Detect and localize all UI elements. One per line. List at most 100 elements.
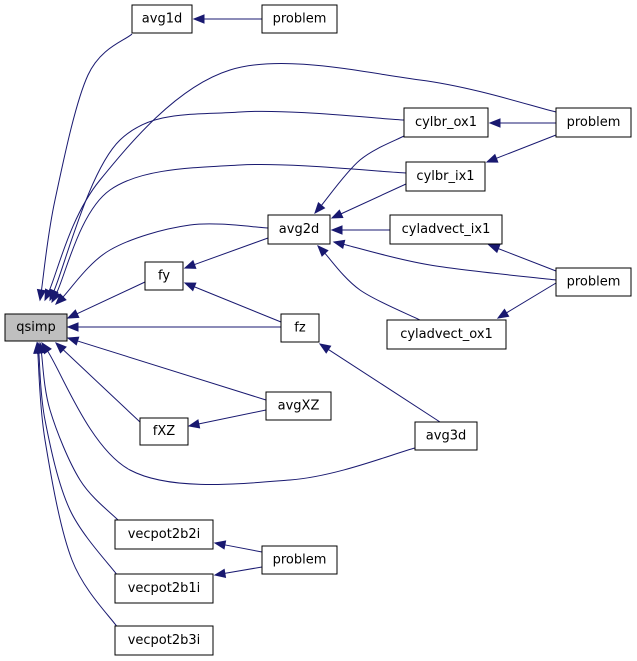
edge-problem_d-to-vecpot2b2i: [213, 540, 263, 553]
edge-problem_d-to-vecpot2b1i: [213, 566, 263, 578]
node-box: [555, 107, 632, 138]
edge-avg3d-to-fz: [318, 343, 441, 423]
node-box: [389, 214, 503, 245]
node-avg3d[interactable]: avg3d: [414, 421, 478, 451]
node-box: [386, 319, 507, 350]
node-label: vecpot2b3i: [128, 633, 201, 648]
arrowhead: [317, 245, 329, 257]
edge-line: [327, 348, 441, 423]
edge-fz-to-fy: [183, 282, 282, 323]
arrowhead: [496, 308, 510, 319]
arrowhead: [66, 309, 80, 319]
edge-cylbr_ox1-to-avg2d: [314, 135, 405, 215]
node-avg2d[interactable]: avg2d: [267, 214, 331, 245]
edge-line: [497, 247, 557, 272]
edge-line: [223, 566, 263, 574]
arrowhead: [314, 201, 326, 215]
node-label: avg3d: [426, 429, 466, 444]
node-problem-a[interactable]: problem: [261, 4, 338, 34]
arrowhead: [55, 293, 67, 305]
node-label: problem: [273, 12, 327, 27]
edge-vecpot2b3i-to-qsimp: [33, 341, 119, 629]
node-cyladvect-ox1[interactable]: cyladvect_ox1: [386, 319, 507, 350]
edge-line: [48, 62, 557, 293]
node-label: fXZ: [153, 424, 175, 439]
edge-avg1d-to-qsimp: [36, 33, 133, 302]
edge-line: [55, 163, 407, 295]
edge-line: [76, 340, 267, 401]
node-cylbr-ix1[interactable]: cylbr_ix1: [405, 161, 486, 192]
node-fz[interactable]: fz: [280, 313, 320, 343]
arrowhead: [51, 290, 62, 304]
edge-line: [38, 351, 119, 577]
edge-line: [320, 135, 405, 207]
node-label: cylbr_ox1: [415, 115, 477, 130]
node-label: avg1d: [142, 12, 182, 27]
edge-line: [46, 350, 416, 485]
node-box: [131, 4, 193, 34]
edge-problem_b-to-cylbr_ix1: [485, 134, 557, 163]
arrowhead: [213, 540, 227, 550]
node-box: [267, 214, 331, 245]
arrowhead: [213, 568, 227, 578]
node-vecpot2b1i[interactable]: vecpot2b1i: [114, 573, 214, 604]
edge-avgXZ-to-fXZ: [187, 409, 267, 429]
node-problem-c[interactable]: problem: [555, 267, 632, 297]
arrowhead: [487, 244, 501, 254]
node-box: [139, 417, 189, 446]
node-label: problem: [567, 275, 621, 290]
edge-avgXZ-to-qsimp: [66, 336, 267, 401]
node-label: vecpot2b1i: [128, 581, 201, 596]
edge-line: [197, 409, 267, 425]
arrowhead: [192, 14, 205, 24]
node-avg1d[interactable]: avg1d: [131, 4, 193, 34]
node-box: [280, 313, 320, 343]
node-label: problem: [567, 115, 621, 130]
node-vecpot2b3i[interactable]: vecpot2b3i: [114, 625, 214, 656]
node-vecpot2b2i[interactable]: vecpot2b2i: [114, 519, 214, 550]
edge-problem_a-to-avg1d: [192, 14, 262, 24]
node-box: [114, 625, 214, 656]
edge-vecpot2b1i-to-qsimp: [34, 341, 119, 577]
node-label: cyladvect_ix1: [402, 222, 491, 237]
node-label: avgXZ: [278, 399, 320, 414]
edges-layer: [33, 14, 557, 629]
edge-line: [40, 351, 119, 521]
edge-fXZ-to-qsimp: [55, 342, 141, 423]
node-problem-b[interactable]: problem: [555, 107, 632, 138]
arrowhead: [55, 342, 67, 354]
node-box: [555, 267, 632, 297]
edge-problem_b-to-cylbr_ox1: [488, 118, 556, 128]
node-cyladvect-ix1[interactable]: cyladvect_ix1: [389, 214, 503, 245]
node-label: cyladvect_ox1: [400, 327, 493, 342]
node-label: qsimp: [16, 320, 56, 335]
node-problem-d[interactable]: problem: [261, 545, 338, 575]
edge-avg3d-to-qsimp: [41, 341, 416, 485]
edge-line: [323, 252, 421, 321]
node-label: fy: [158, 269, 170, 284]
nodes-layer: qsimp avg1d problem problem cylbr_ox1 cylbr_i…: [4, 4, 632, 656]
node-cylbr-ox1[interactable]: cylbr_ox1: [403, 107, 489, 138]
edge-line: [193, 237, 269, 266]
arrowhead: [183, 282, 197, 292]
node-qsimp: qsimp: [4, 313, 68, 342]
arrowhead: [66, 322, 79, 332]
arrowhead: [33, 341, 43, 354]
edge-line: [223, 544, 263, 553]
edge-cylbr_ix1-to-avg2d: [330, 183, 407, 219]
edge-line: [495, 134, 557, 160]
edge-problem_c-to-cyladvect_ox1: [496, 282, 557, 319]
edge-vecpot2b2i-to-qsimp: [36, 341, 119, 521]
node-box: [261, 4, 338, 34]
node-fy[interactable]: fy: [144, 261, 184, 291]
node-label: avg2d: [279, 222, 319, 237]
edge-line: [62, 348, 141, 423]
edge-line: [37, 351, 119, 629]
edge-avg2d-to-fy: [183, 237, 269, 269]
node-box: [265, 391, 332, 421]
node-box: [405, 161, 486, 192]
node-avgXZ[interactable]: avgXZ: [265, 391, 332, 421]
node-label: fz: [294, 321, 306, 336]
edge-line: [505, 282, 557, 314]
node-fXZ[interactable]: fXZ: [139, 417, 189, 446]
